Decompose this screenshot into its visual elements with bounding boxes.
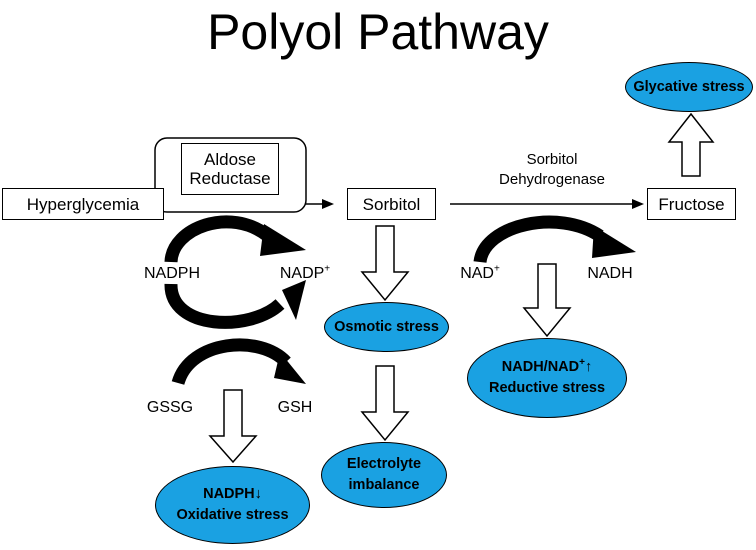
nad-sup: +: [493, 263, 500, 275]
arrowhead-nadp: [260, 224, 306, 256]
block-arrow-to-glycative: [667, 112, 715, 177]
aldose-reductase-box: Aldose Reductase: [181, 143, 279, 195]
nadph-label: NADPH: [143, 265, 200, 282]
reductive-stress-label: Reductive stress: [488, 380, 606, 396]
nadh-label: NADH: [587, 265, 633, 282]
reductive-line1: NADH/NAD+↑: [502, 357, 592, 378]
hyperglycemia-box: Hyperglycemia: [2, 188, 164, 220]
block-arrow-to-oxidative: [208, 389, 258, 464]
arrowhead-gsh: [274, 352, 306, 384]
curve-nadph-to-nadp: [164, 215, 273, 263]
nad-text: NAD: [460, 265, 494, 282]
nadh-nad-text: NADH/NAD: [501, 359, 580, 375]
glycative-stress-oval: Glycative stress: [625, 62, 753, 112]
sorbitol-label: Sorbitol: [362, 194, 421, 214]
diagram-title: Polyol Pathway: [207, 4, 549, 60]
arrowhead-nadh: [592, 226, 636, 258]
arrowhead-nadp-up: [282, 280, 306, 320]
electrolyte-imbalance-oval: Electrolyte imbalance: [321, 442, 447, 508]
sorbitol-box: Sorbitol: [347, 188, 436, 220]
reductive-stress-oval: NADH/NAD+↑ Reductive stress: [467, 338, 627, 418]
arrowhead-to-sorbitol: [322, 199, 334, 209]
nadp-label: NADP+: [270, 264, 340, 284]
hyperglycemia-label: Hyperglycemia: [26, 194, 140, 214]
gssg-label: GSSG: [146, 399, 194, 416]
nad-plus-sup: +: [579, 357, 585, 369]
up-arrow-icon: ↑: [584, 359, 593, 375]
curve-gssg-to-gsh: [171, 338, 291, 386]
gsh-label: GSH: [277, 399, 313, 416]
nadp-text: NADP: [279, 265, 325, 282]
curve-nadph-down: [164, 283, 285, 329]
block-arrow-to-reductive: [522, 263, 572, 338]
aldose-reductase-label: Aldose Reductase: [189, 150, 271, 188]
nadp-sup: +: [324, 263, 331, 275]
nad-label: NAD+: [452, 264, 508, 284]
osmotic-stress-label: Osmotic stress: [334, 318, 439, 335]
curve-nad-to-nadh: [473, 215, 604, 264]
fructose-label: Fructose: [658, 194, 725, 214]
electrolyte-imbalance-label: Electrolyte imbalance: [346, 456, 422, 493]
oxidative-stress-label: Oxidative stress: [176, 507, 289, 523]
block-arrow-to-osmotic: [360, 225, 410, 302]
fructose-box: Fructose: [647, 188, 736, 220]
sorbitol-dehydrogenase-label: Sorbitol Dehydrogenase: [499, 151, 605, 188]
block-arrow-to-electrolyte: [360, 365, 410, 442]
glycative-stress-label: Glycative stress: [633, 78, 745, 95]
oxidative-stress-oval: NADPH↓ Oxidative stress: [155, 466, 310, 544]
arrowhead-to-fructose: [632, 199, 644, 209]
osmotic-stress-oval: Osmotic stress: [324, 302, 449, 352]
nadph-down-label: NADPH↓: [203, 486, 262, 502]
